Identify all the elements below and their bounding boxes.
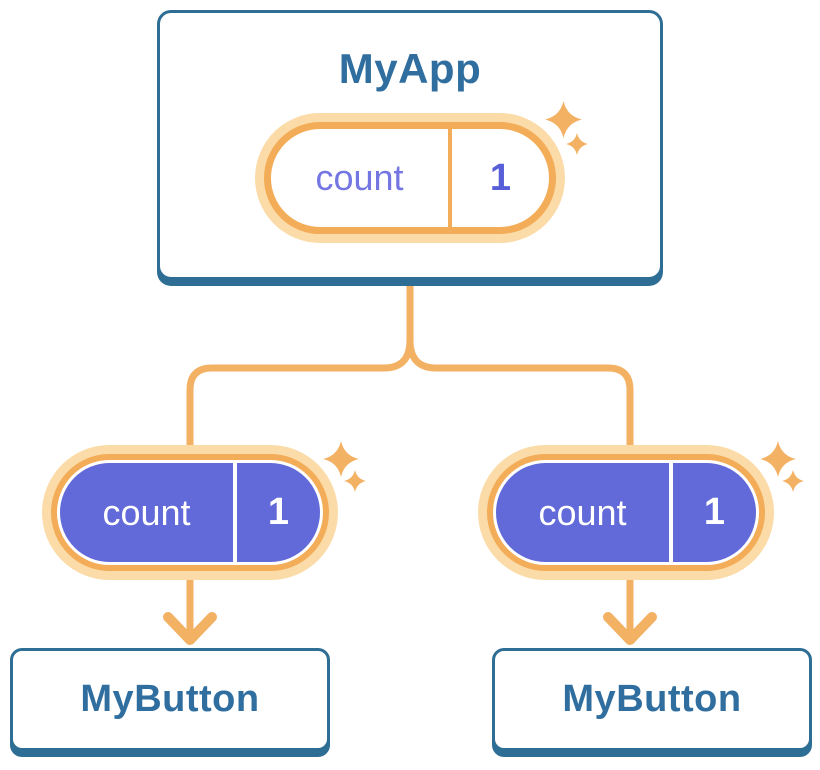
pill-divider: [669, 463, 673, 562]
sparkle-small-icon: [566, 133, 588, 155]
connector-branch-right: [406, 272, 634, 638]
pill-divider: [448, 129, 452, 227]
prop-name-label: count: [538, 491, 627, 533]
left-child-component-card: MyButton: [10, 648, 330, 751]
sparkle-small-icon: [344, 470, 366, 492]
sparkle-small-icon: [782, 470, 804, 492]
prop-value-label: 1: [267, 491, 290, 533]
state-name-label: count: [315, 157, 404, 198]
right-prop-pill: count 1: [478, 445, 774, 580]
root-state-pill-body: count 1: [264, 122, 556, 234]
prop-name-label: count: [102, 491, 191, 533]
left-prop-pill-body: count 1: [51, 454, 329, 571]
arrow-down-icon: [163, 612, 217, 645]
right-prop-pill-body: count 1: [487, 454, 765, 571]
right-child-component-card: MyButton: [492, 648, 812, 751]
arrow-down-icon: [603, 612, 657, 645]
left-prop-pill-fill: count 1: [60, 463, 320, 562]
sparkle-large-icon: [545, 101, 582, 138]
left-child-component-title: MyButton: [80, 678, 260, 720]
sparkle-large-icon: [760, 441, 796, 477]
right-child-component-title: MyButton: [562, 678, 742, 720]
pill-divider: [233, 463, 237, 562]
sparkle-large-icon: [323, 441, 359, 477]
root-state-pill: count 1: [255, 113, 565, 243]
root-component-title: MyApp: [338, 45, 482, 92]
state-value-label: 1: [489, 156, 512, 199]
left-prop-pill: count 1: [42, 445, 338, 580]
prop-value-label: 1: [703, 491, 726, 533]
right-prop-pill-fill: count 1: [496, 463, 756, 562]
